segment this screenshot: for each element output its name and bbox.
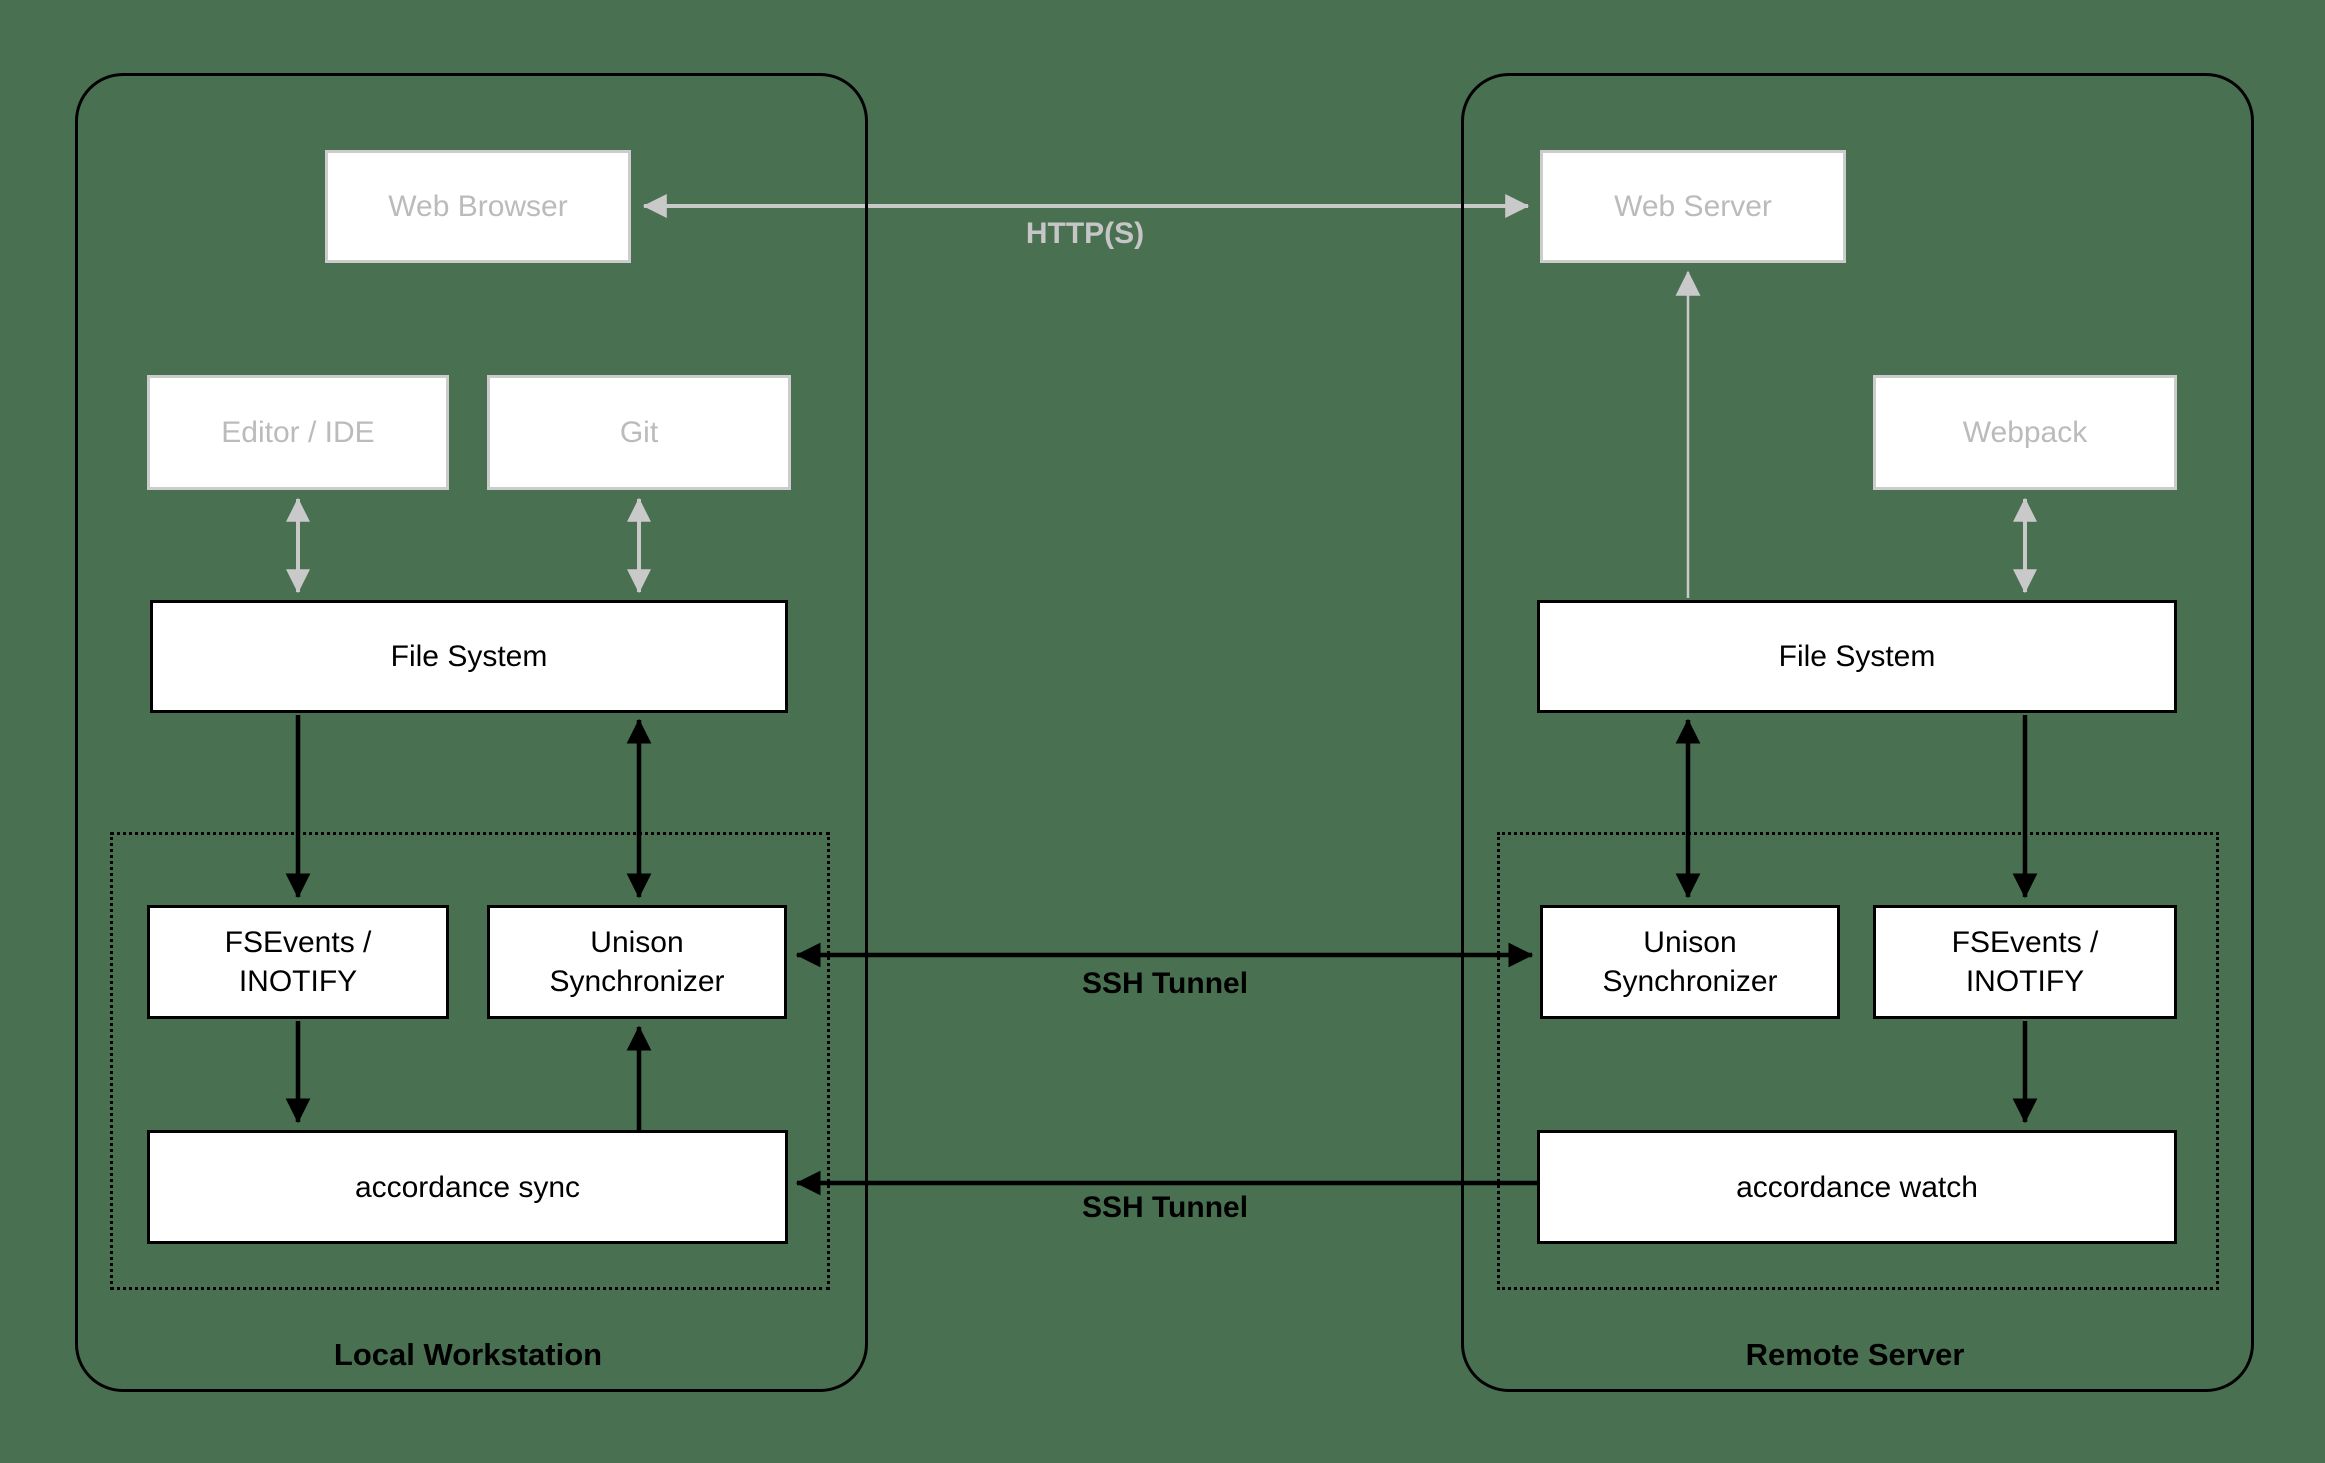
http-label: HTTP(S): [1025, 217, 1145, 250]
local-workstation-container: [75, 73, 868, 1392]
editor-ide-box: Editor / IDE: [147, 375, 449, 490]
remote-sync-group: [1497, 832, 2219, 1290]
fsevents-inotify-box-local: FSEvents / INOTIFY: [147, 905, 449, 1019]
file-system-box-remote: File System: [1537, 600, 2177, 713]
unison-synchronizer-box-remote: Unison Synchronizer: [1540, 905, 1840, 1019]
webpack-box: Webpack: [1873, 375, 2177, 490]
accordance-sync-box: accordance sync: [147, 1130, 788, 1244]
ssh-tunnel-bottom-label: SSH Tunnel: [1081, 1191, 1249, 1224]
webpack-label: Webpack: [1962, 416, 2088, 449]
git-box: Git: [487, 375, 791, 490]
accordance-watch-box: accordance watch: [1537, 1130, 2177, 1244]
local-workstation-title: Local Workstation: [333, 1337, 603, 1372]
unison-synchronizer-label-remote: Unison Synchronizer: [1602, 926, 1778, 998]
web-browser-label: Web Browser: [388, 190, 568, 223]
accordance-sync-label: accordance sync: [354, 1170, 581, 1204]
unison-synchronizer-label-local: Unison Synchronizer: [549, 926, 725, 998]
remote-server-title: Remote Server: [1745, 1337, 1965, 1372]
fsevents-inotify-label-local: FSEvents / INOTIFY: [224, 926, 372, 998]
remote-server-container: [1461, 73, 2254, 1392]
file-system-label-local: File System: [390, 640, 548, 673]
accordance-watch-label: accordance watch: [1736, 1170, 1978, 1204]
web-server-label: Web Server: [1614, 190, 1772, 223]
editor-ide-label: Editor / IDE: [221, 416, 375, 449]
fsevents-inotify-box-remote: FSEvents / INOTIFY: [1873, 905, 2177, 1019]
local-sync-group: [110, 832, 830, 1290]
web-server-box: Web Server: [1540, 150, 1846, 263]
file-system-label-remote: File System: [1778, 640, 1936, 673]
file-system-box-local: File System: [150, 600, 788, 713]
git-label: Git: [619, 416, 659, 449]
fsevents-inotify-label-remote: FSEvents / INOTIFY: [1951, 926, 2099, 998]
web-browser-box: Web Browser: [325, 150, 631, 263]
unison-synchronizer-box-local: Unison Synchronizer: [487, 905, 787, 1019]
ssh-tunnel-top-label: SSH Tunnel: [1081, 967, 1249, 1000]
